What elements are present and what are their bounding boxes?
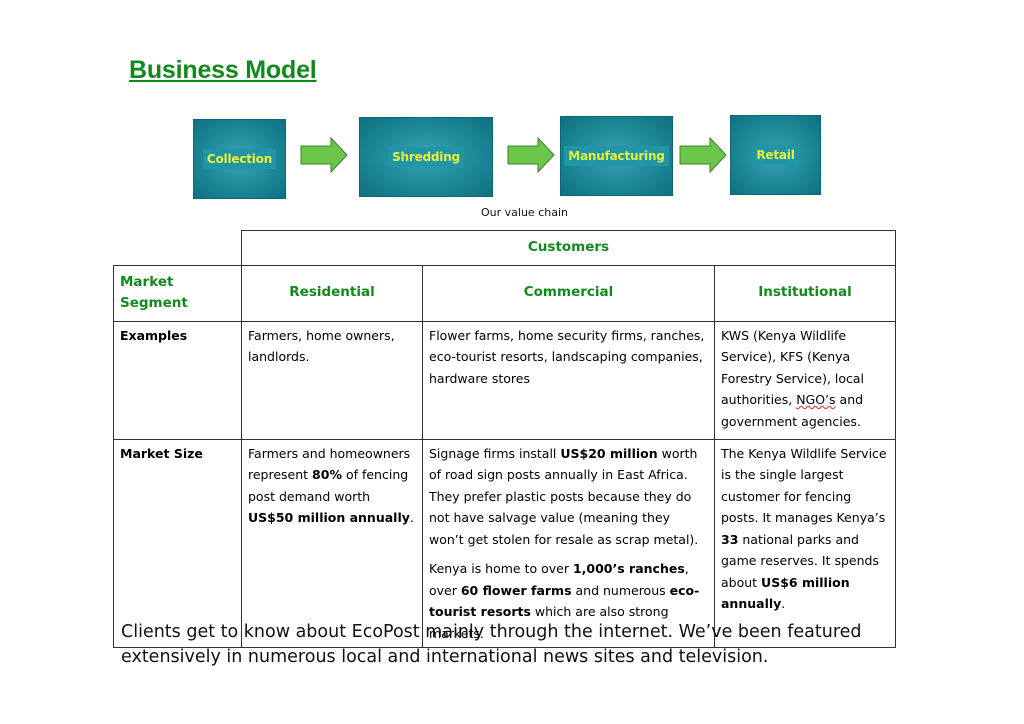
customers-header: Customers: [241, 230, 896, 266]
row-label-market-size: Market Size: [113, 438, 242, 648]
cell-examples-residential: Farmers, home owners, landlords.: [241, 320, 423, 440]
cell-examples-commercial: Flower farms, home security firms, ranch…: [422, 320, 715, 440]
column-header-institutional: Institutional: [714, 264, 896, 322]
stage-retail: Retail: [730, 115, 821, 195]
column-header-residential: Residential: [241, 264, 423, 322]
stage-shredding: Shredding: [359, 117, 493, 197]
footer-paragraph: Clients get to know about EcoPost mainly…: [121, 622, 862, 667]
market-segment-table: Customers Market Segment Residential Com…: [113, 230, 896, 648]
stage-label: Collection: [202, 149, 277, 169]
value-chain-caption: Our value chain: [481, 206, 568, 219]
arrow-right-icon: [679, 137, 727, 173]
stage-label: Manufacturing: [564, 146, 669, 166]
column-header-commercial: Commercial: [422, 264, 715, 322]
page-title: Business Model: [129, 56, 317, 84]
cell-size-commercial: Signage firms install US$20 million wort…: [422, 438, 715, 648]
cell-size-residential: Farmers and homeowners represent 80% of …: [241, 438, 423, 648]
table-row: Market Size Farmers and homeowners repre…: [113, 438, 896, 648]
stage-collection: Collection: [193, 119, 286, 199]
segment-header: Market Segment: [113, 264, 242, 322]
arrow-right-icon: [507, 137, 555, 173]
stage-manufacturing: Manufacturing: [560, 116, 673, 196]
stage-label: Shredding: [388, 147, 464, 167]
table-row: Customers: [113, 230, 896, 266]
row-label-examples: Examples: [113, 320, 242, 440]
stage-label: Retail: [752, 145, 799, 165]
arrow-right-icon: [300, 137, 348, 173]
table-row: Examples Farmers, home owners, landlords…: [113, 320, 896, 440]
table-row: Market Segment Residential Commercial In…: [113, 264, 896, 322]
cell-examples-institutional: KWS (Kenya Wildlife Service), KFS (Kenya…: [714, 320, 896, 440]
cell-size-institutional: The Kenya Wildlife Service is the single…: [714, 438, 896, 648]
